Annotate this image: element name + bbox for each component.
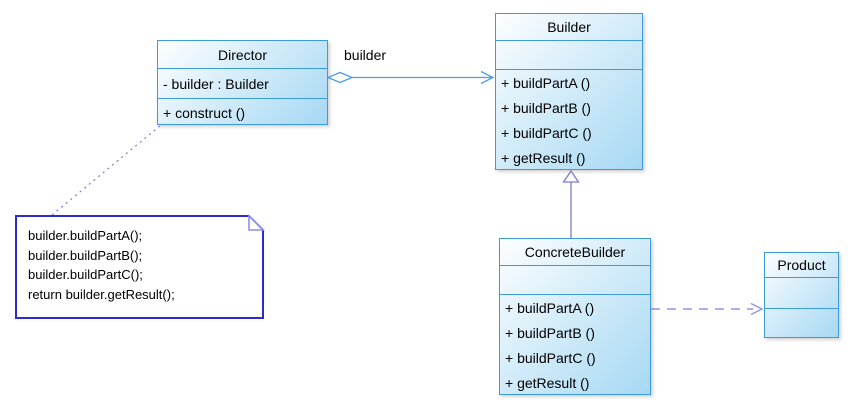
class-title: ConcreteBuilder [500, 239, 650, 266]
method: + buildPartC () [501, 125, 592, 141]
method: + buildPartB () [505, 325, 595, 341]
note-line: builder.buildPartB(); [28, 247, 143, 263]
open-arrowhead-icon [480, 70, 495, 85]
class-methods [765, 309, 838, 337]
method: + buildPartA () [505, 300, 595, 316]
class-attributes [500, 266, 650, 295]
method: + buildPartA () [501, 75, 591, 91]
open-arrowhead-icon [750, 302, 764, 316]
method: + buildPartC () [505, 350, 596, 366]
note-line: return builder.getResult(); [28, 286, 175, 302]
class-methods: + buildPartA () + buildPartB () + buildP… [496, 70, 642, 171]
aggregation-connector[interactable] [326, 70, 495, 85]
note-anchor-connector[interactable] [51, 124, 162, 216]
method: + buildPartB () [501, 100, 591, 116]
hollow-triangle-icon [562, 169, 580, 183]
class-title: Builder [496, 14, 642, 41]
note-fold-icon [248, 214, 265, 231]
note-text: builder.buildPartA(); builder.buildPartB… [28, 226, 175, 304]
class-title: Product [765, 253, 838, 278]
method: + getResult () [505, 375, 590, 391]
class-attributes [765, 278, 838, 309]
dependency-connector[interactable] [651, 302, 764, 316]
class-director[interactable]: Director - builder : Builder + construct… [157, 40, 328, 125]
note-line: builder.buildPartC(); [28, 267, 143, 282]
note-line: builder.buildPartA(); [28, 228, 143, 243]
class-attributes: - builder : Builder [158, 69, 327, 99]
class-builder[interactable]: Builder + buildPartA () + buildPartB () … [495, 13, 643, 170]
attribute: - builder : Builder [163, 75, 269, 92]
aggregation-diamond-icon [326, 71, 354, 84]
method: + getResult () [501, 150, 586, 166]
generalization-connector[interactable] [562, 169, 580, 238]
association-label-builder: builder [344, 47, 387, 63]
class-product[interactable]: Product [764, 252, 839, 338]
class-title: Director [158, 41, 327, 69]
class-concrete-builder[interactable]: ConcreteBuilder + buildPartA () + buildP… [499, 238, 651, 395]
method: + construct () [163, 105, 246, 121]
class-methods: + construct () [158, 99, 327, 126]
class-methods: + buildPartA () + buildPartB () + buildP… [500, 295, 650, 396]
class-attributes [496, 41, 642, 70]
